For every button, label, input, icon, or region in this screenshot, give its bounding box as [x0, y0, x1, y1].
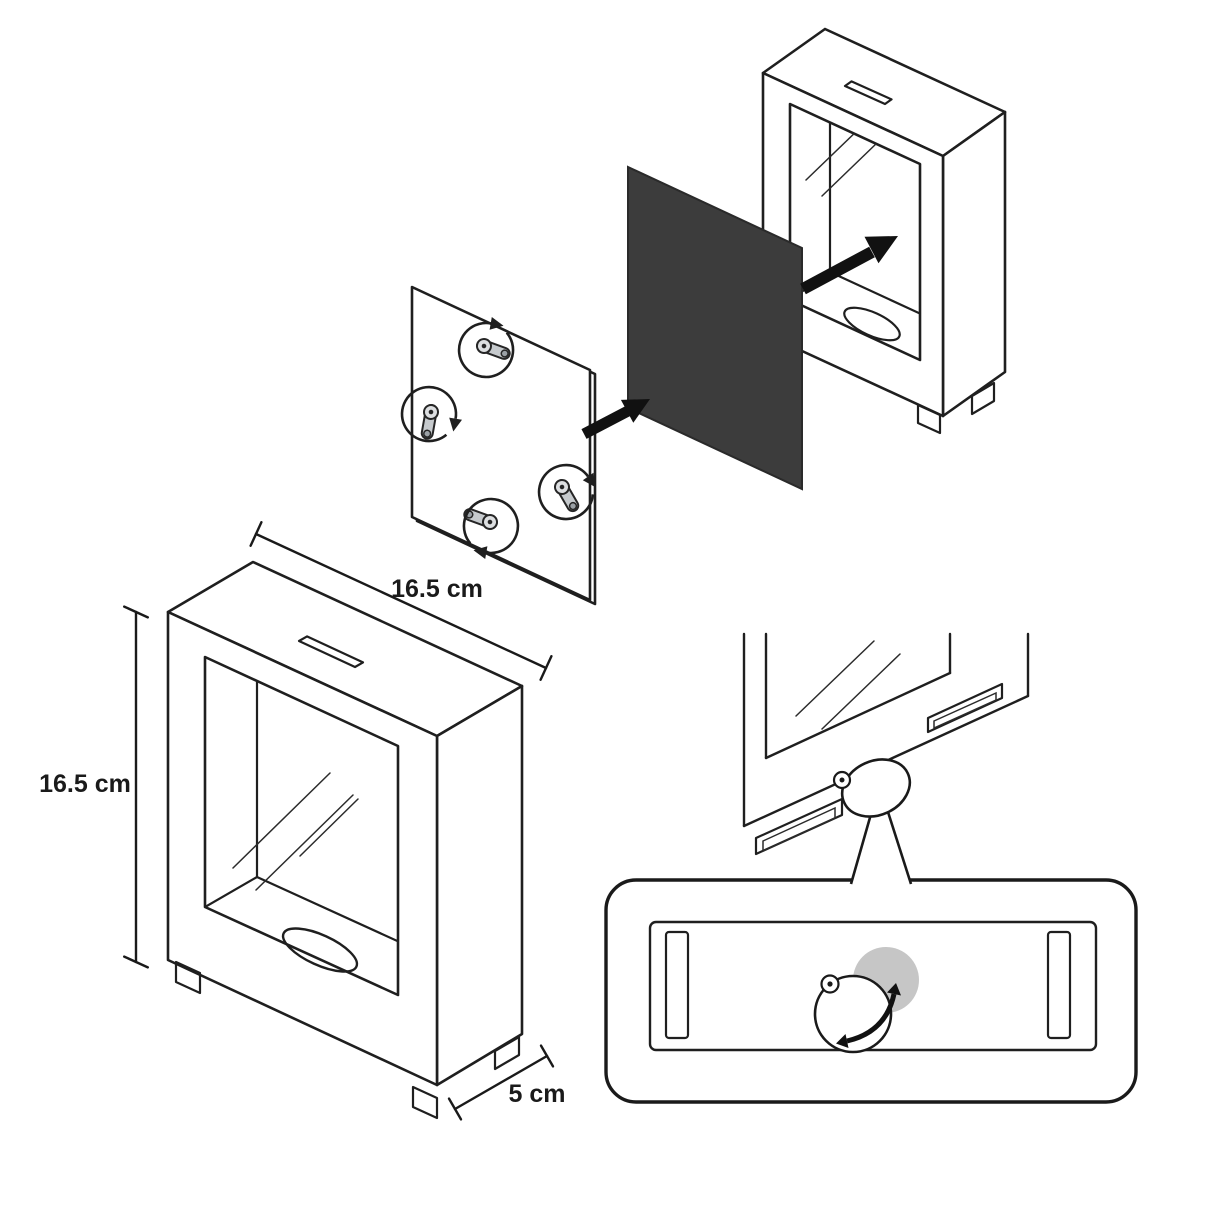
frame-dimensioned-isometric: 16.5 cm 16.5 cm 5 cm: [39, 521, 566, 1121]
dimension-tick: [539, 1044, 555, 1068]
width-dimension-label: 16.5 cm: [391, 575, 483, 603]
release-mechanism-detail: [604, 811, 1138, 1104]
height-dimension-label: 16.5 cm: [39, 770, 131, 798]
frame-window: [788, 102, 922, 362]
panel-slot: [664, 930, 690, 1040]
back-panel-groove-inner: [933, 691, 997, 730]
coin-slot: [843, 80, 893, 106]
coin-release-hole: [281, 927, 359, 973]
height-dimension: 16.5 cm: [39, 605, 150, 969]
arrow-head-icon: [864, 236, 898, 264]
disc-pivot-dot: [839, 777, 845, 783]
coin-slot: [297, 635, 365, 669]
dimension-tick: [249, 521, 263, 547]
frame-foot: [493, 1035, 521, 1071]
photo-panel: [627, 165, 803, 491]
back-panel: [410, 285, 592, 602]
dimension-tick: [122, 955, 150, 969]
frame-box-isometric: [761, 27, 1007, 435]
disc-pivot-dot: [827, 981, 833, 987]
arrow-shaft: [581, 406, 631, 439]
release-disc: [840, 758, 912, 818]
frame-foot: [174, 960, 202, 995]
arrow-shaft: [800, 246, 875, 295]
frame-window: [203, 655, 400, 997]
dimension-tick: [447, 1097, 463, 1121]
width-dimension: 16.5 cm: [249, 521, 553, 681]
frame-right-face: [941, 110, 1007, 418]
bottom-panel: [648, 920, 1098, 1052]
back-panel-groove: [926, 682, 1004, 734]
insertion-arrow-panel-to-photo: [581, 399, 650, 439]
frame-right-face: [435, 684, 524, 1087]
frame-foot: [970, 381, 996, 416]
callout-tail-edge: [886, 811, 913, 885]
panel-slot: [1046, 930, 1072, 1040]
arrow-head-icon: [620, 399, 650, 423]
dimension-tick: [539, 655, 553, 681]
frame-foot: [411, 1085, 439, 1120]
insertion-arrow-photo-to-frame: [800, 236, 898, 295]
depth-dimension: 5 cm: [447, 1044, 566, 1121]
callout-tail: [851, 812, 911, 884]
frame-bottom-view: [742, 632, 1030, 856]
frame-foot: [916, 403, 942, 435]
release-plug: [832, 758, 912, 818]
callout-tail-edge: [849, 813, 873, 885]
rotate-arrow-icon: [836, 983, 901, 1048]
dimension-tick: [122, 605, 150, 619]
coin-release-hole: [843, 306, 901, 342]
back-panel-with-clips: [400, 285, 610, 606]
back-panel-groove-inner: [762, 806, 836, 853]
depth-dimension-label: 5 cm: [509, 1080, 566, 1108]
back-panel-groove: [754, 797, 844, 856]
